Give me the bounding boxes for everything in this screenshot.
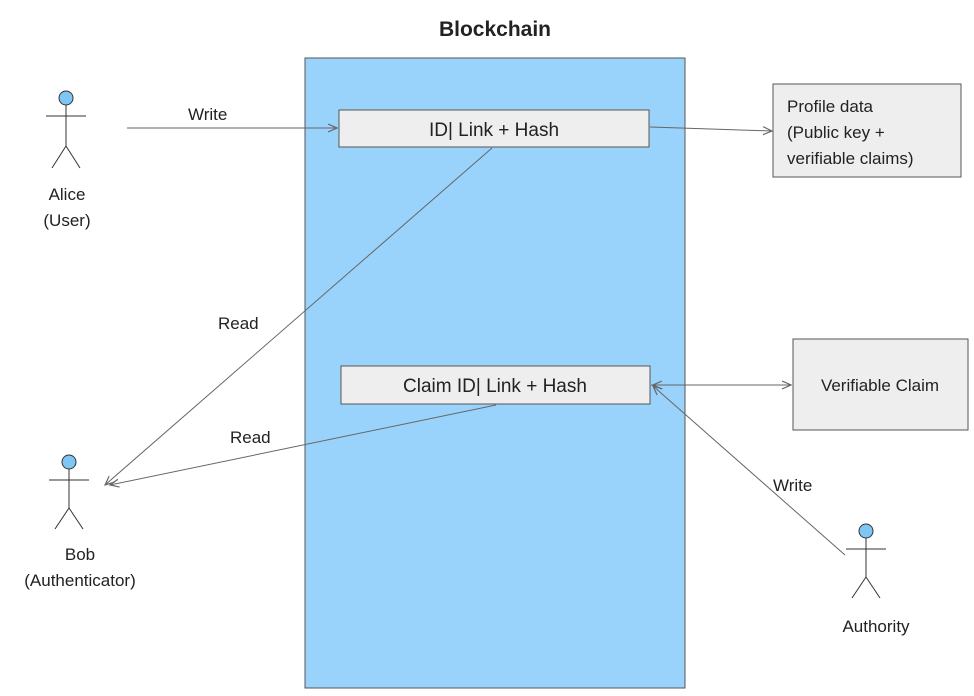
actor-authority-name: Authority: [842, 617, 910, 636]
id-record-label: ID| Link + Hash: [429, 120, 559, 141]
edge-id-to-profile: [649, 127, 772, 131]
actor-authority: Authority: [842, 523, 910, 636]
edge-read-claim-to-bob: [110, 404, 497, 485]
edge-label-alice-write: Write: [188, 105, 227, 124]
profile-data-line-1: Profile data: [787, 97, 874, 116]
profile-data-line-2: (Public key +: [787, 123, 885, 142]
profile-data-line-3: verifiable claims): [787, 149, 914, 168]
stick-figure-icon: [846, 523, 886, 599]
actor-bob-role: (Authenticator): [24, 571, 136, 590]
actor-alice-role: (User): [43, 211, 90, 230]
edges: [105, 127, 846, 556]
actor-bob-name: Bob: [65, 545, 95, 564]
edge-label-read-id: Read: [218, 314, 259, 333]
actor-alice-name: Alice: [49, 185, 86, 204]
actor-bob: Bob (Authenticator): [24, 454, 136, 590]
claim-record-label: Claim ID| Link + Hash: [403, 376, 587, 397]
stick-figure-icon: [46, 90, 86, 169]
diagram-title: Blockchain: [439, 18, 551, 41]
edge-label-read-claim: Read: [230, 428, 271, 447]
id-record-box: ID| Link + Hash: [338, 109, 650, 148]
edge-label-authority-write: Write: [773, 476, 812, 495]
stick-figure-icon: [49, 454, 89, 530]
actor-alice: Alice (User): [43, 90, 91, 230]
claim-record-box: Claim ID| Link + Hash: [340, 365, 651, 405]
edge-authority-write: [653, 386, 846, 556]
profile-data-box: Profile data (Public key + verifiable cl…: [772, 83, 962, 178]
verifiable-claim-label: Verifiable Claim: [821, 376, 939, 395]
verifiable-claim-box: Verifiable Claim: [792, 338, 969, 431]
edge-read-id-to-bob: [105, 147, 493, 485]
